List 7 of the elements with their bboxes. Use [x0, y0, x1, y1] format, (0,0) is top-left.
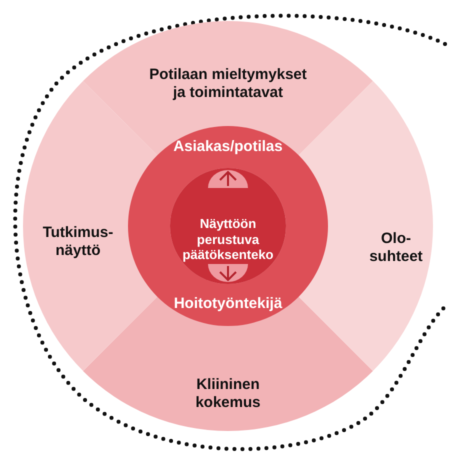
sector-label: Tutkimus- näyttö — [42, 224, 114, 260]
sector-label: Potilaan mieltymykset ja toimintatavat — [148, 66, 308, 102]
sector-label: Kliininen kokemus — [194, 376, 262, 412]
ring-label: Asiakas/potilas — [172, 138, 284, 156]
sector-label: Olo- suhteet — [368, 230, 424, 266]
ring-label: Hoitotyöntekijä — [172, 295, 284, 313]
center-label: Näyttöön perustuva päätöksenteko — [181, 216, 275, 263]
